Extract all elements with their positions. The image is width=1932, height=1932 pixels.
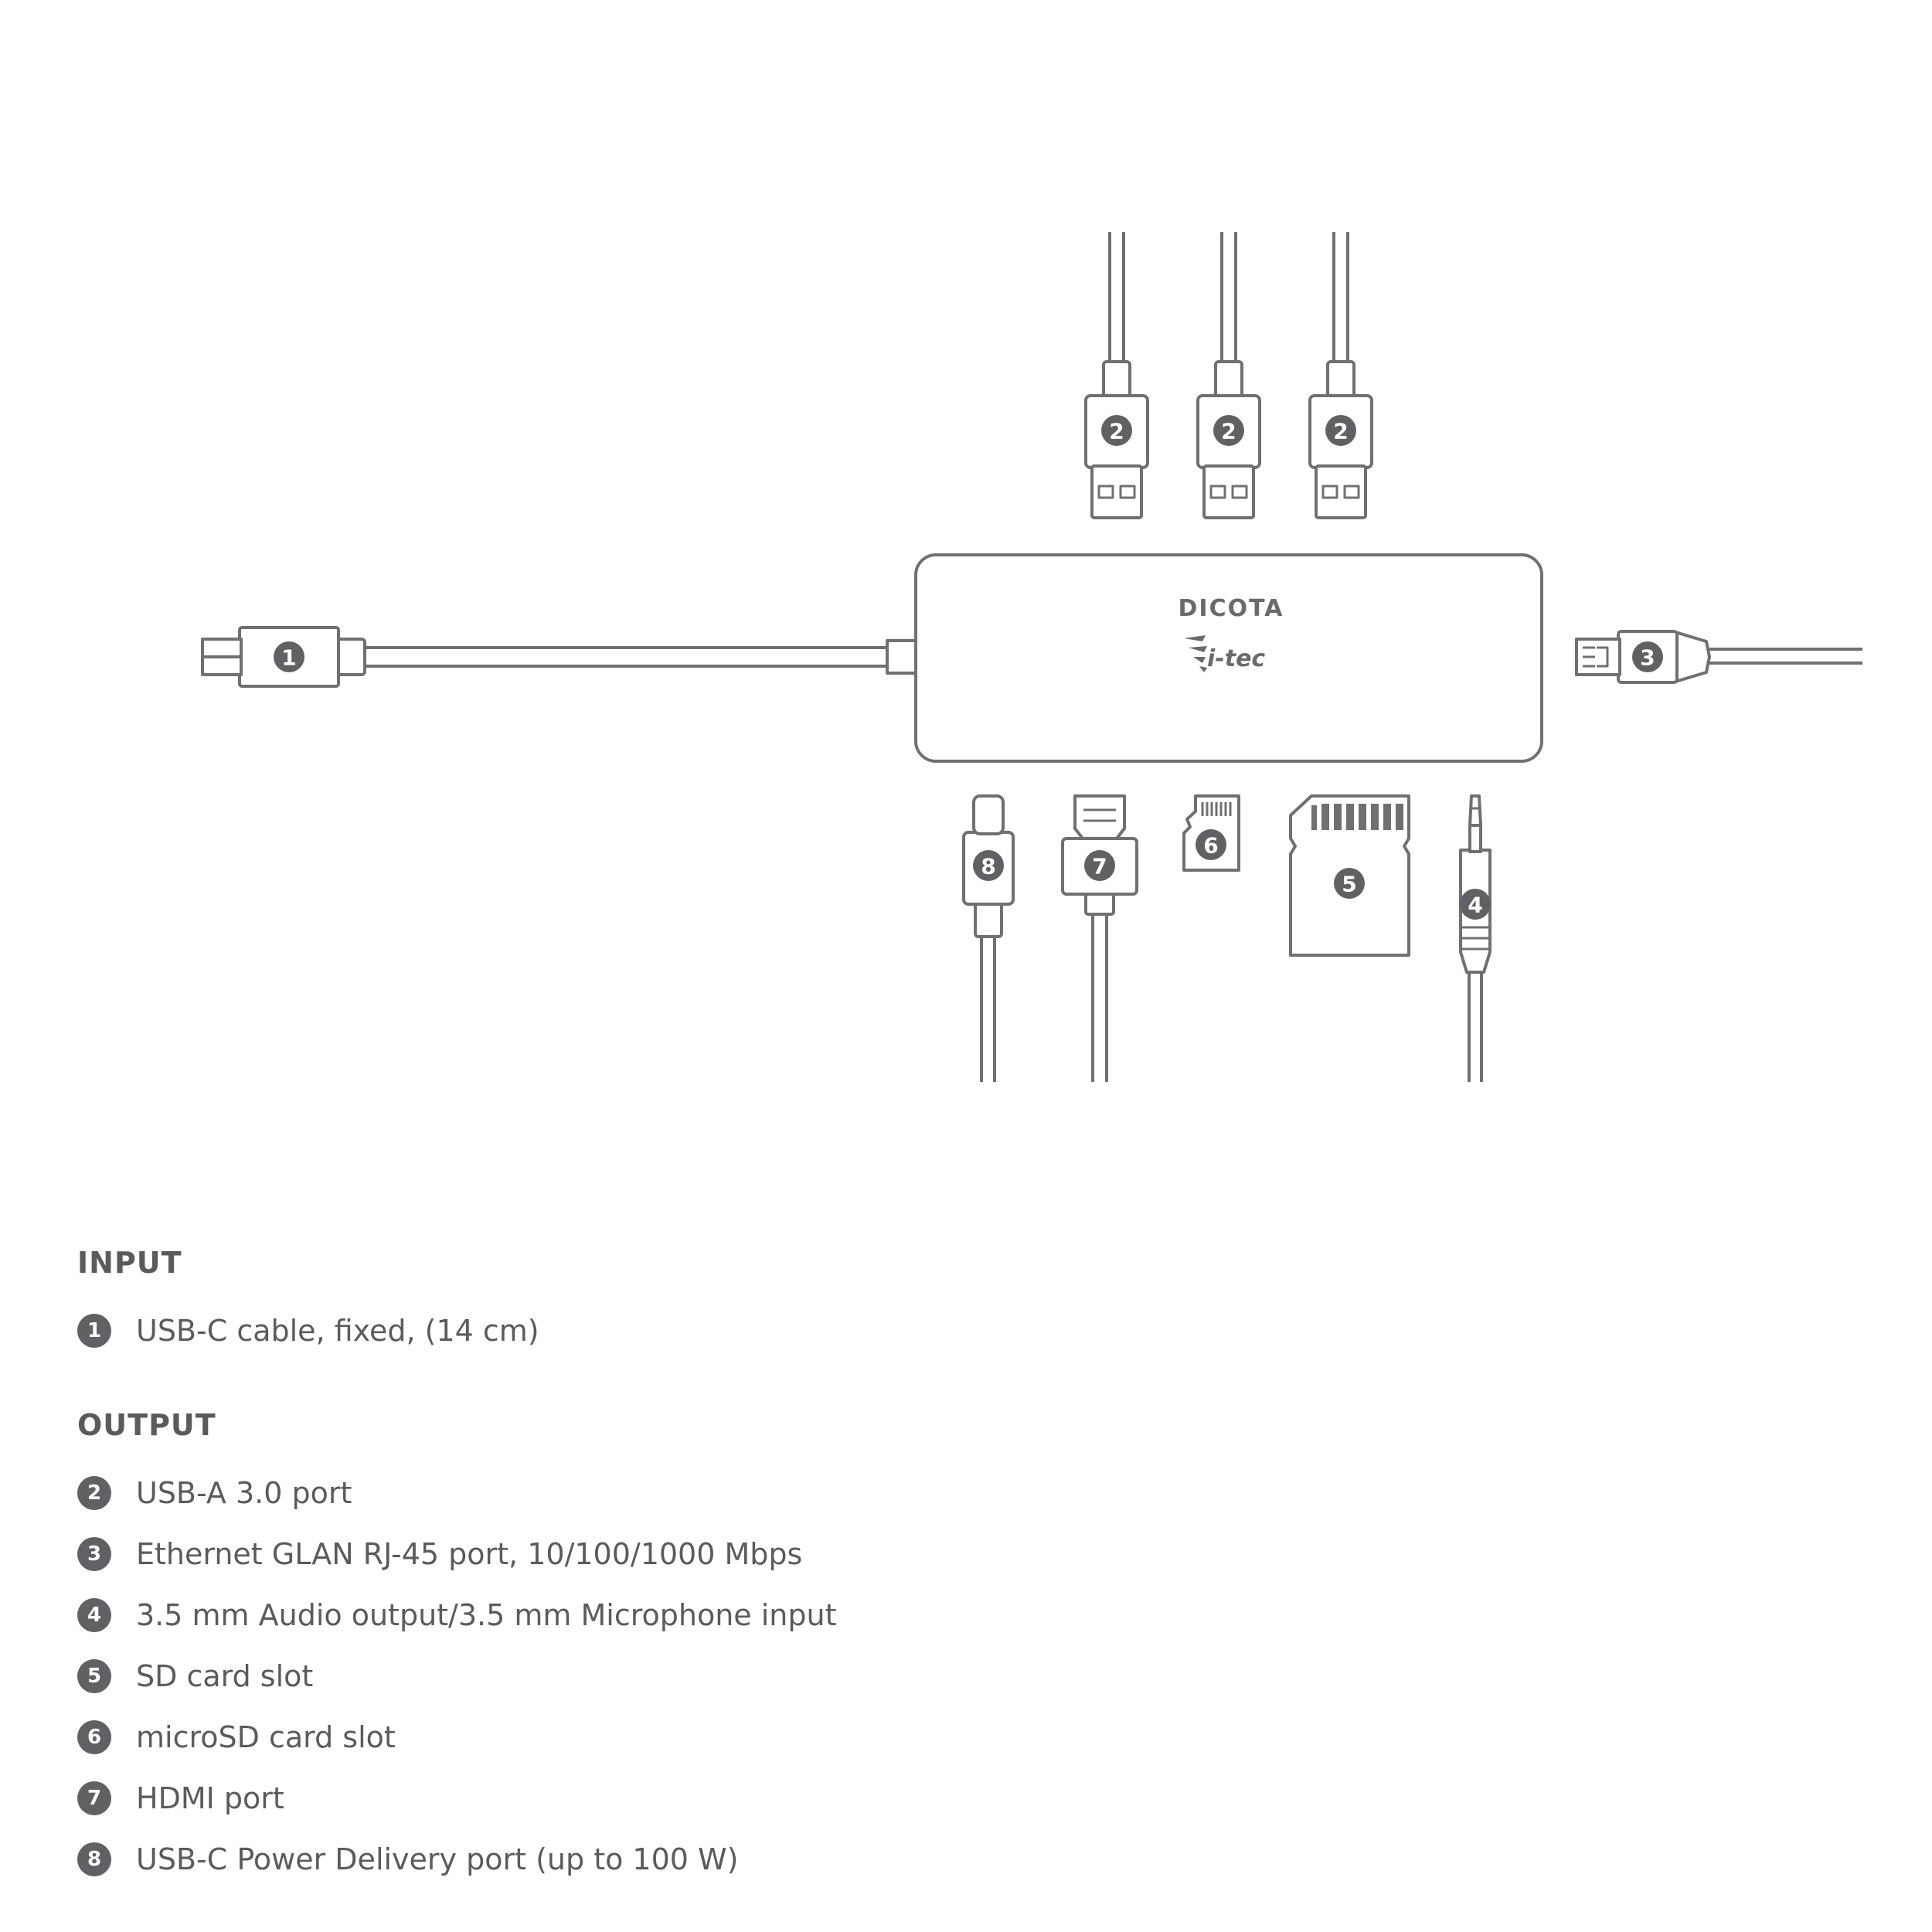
svg-text:i-tec: i-tec — [1207, 645, 1265, 672]
legend-item: 5 SD card slot — [77, 1645, 837, 1706]
badge-1: 1 — [281, 645, 296, 671]
legend-item: 6 microSD card slot — [77, 1706, 837, 1767]
number-badge: 1 — [77, 1313, 111, 1348]
usb-a-connector-1: 2 — [1084, 232, 1149, 519]
legend-label: USB-C cable, fixed, (14 cm) — [136, 1313, 539, 1348]
dicota-logo: DICOTA — [1179, 595, 1284, 622]
number-badge: 2 — [77, 1475, 111, 1510]
badge-3: 3 — [1640, 645, 1655, 671]
legend-item: 8 USB-C Power Delivery port (up to 100 W… — [77, 1828, 837, 1889]
number-badge: 6 — [77, 1719, 111, 1754]
badge-5: 5 — [1342, 872, 1356, 897]
legend-item: 2 USB-A 3.0 port — [77, 1462, 837, 1523]
number-badge: 4 — [77, 1597, 111, 1632]
number-badge: 5 — [77, 1658, 111, 1693]
usb-a-connector-2: 2 — [1196, 232, 1261, 519]
badge-7: 7 — [1092, 854, 1107, 879]
i-tec-logo: i-tec — [1184, 635, 1265, 672]
legend-label: Ethernet GLAN RJ-45 port, 10/100/1000 Mb… — [136, 1536, 803, 1571]
input-usb-c-cable: 1 — [201, 626, 917, 688]
legend-item: 1 USB-C cable, fixed, (14 cm) — [77, 1300, 539, 1361]
badge-8: 8 — [981, 854, 995, 879]
ethernet-connector: 3 — [1575, 630, 1862, 684]
sd-card: 5 — [1289, 794, 1410, 957]
legend-label: USB-A 3.0 port — [136, 1475, 352, 1510]
input-section: INPUT 1 USB-C cable, fixed, (14 cm) — [77, 1246, 539, 1361]
legend-item: 7 HDMI port — [77, 1767, 837, 1828]
audio-jack: 4 — [1459, 794, 1492, 1082]
legend-label: 3.5 mm Audio output/3.5 mm Microphone in… — [136, 1597, 837, 1632]
hdmi-connector: 7 — [1061, 794, 1138, 1082]
legend-item: 4 3.5 mm Audio output/3.5 mm Microphone … — [77, 1584, 837, 1645]
badge-2b: 2 — [1221, 419, 1236, 444]
badge-6: 6 — [1203, 833, 1218, 859]
number-badge: 7 — [77, 1781, 111, 1815]
number-badge: 3 — [77, 1536, 111, 1571]
hub-port-diagram: DICOTA i-tec 1 2 2 — [201, 232, 1862, 1082]
output-title: OUTPUT — [77, 1408, 216, 1442]
legend-item: 3 Ethernet GLAN RJ-45 port, 10/100/1000 … — [77, 1523, 837, 1584]
badge-2c: 2 — [1333, 419, 1348, 444]
number-badge: 8 — [77, 1842, 111, 1876]
microsd-card: 6 — [1182, 794, 1240, 872]
legend-label: SD card slot — [136, 1658, 314, 1693]
hub-body: DICOTA i-tec — [914, 553, 1543, 763]
legend-label: USB-C Power Delivery port (up to 100 W) — [136, 1842, 739, 1876]
legend-label: HDMI port — [136, 1781, 284, 1815]
legend-label: microSD card slot — [136, 1719, 396, 1754]
badge-4: 4 — [1468, 893, 1482, 918]
usb-c-pd-connector: 8 — [962, 794, 1015, 1082]
badge-2a: 2 — [1109, 419, 1124, 444]
usb-a-connector-3: 2 — [1308, 232, 1373, 519]
input-title: INPUT — [77, 1246, 182, 1280]
output-section: OUTPUT 2 USB-A 3.0 port 3 Ethernet GLAN … — [77, 1408, 837, 1889]
